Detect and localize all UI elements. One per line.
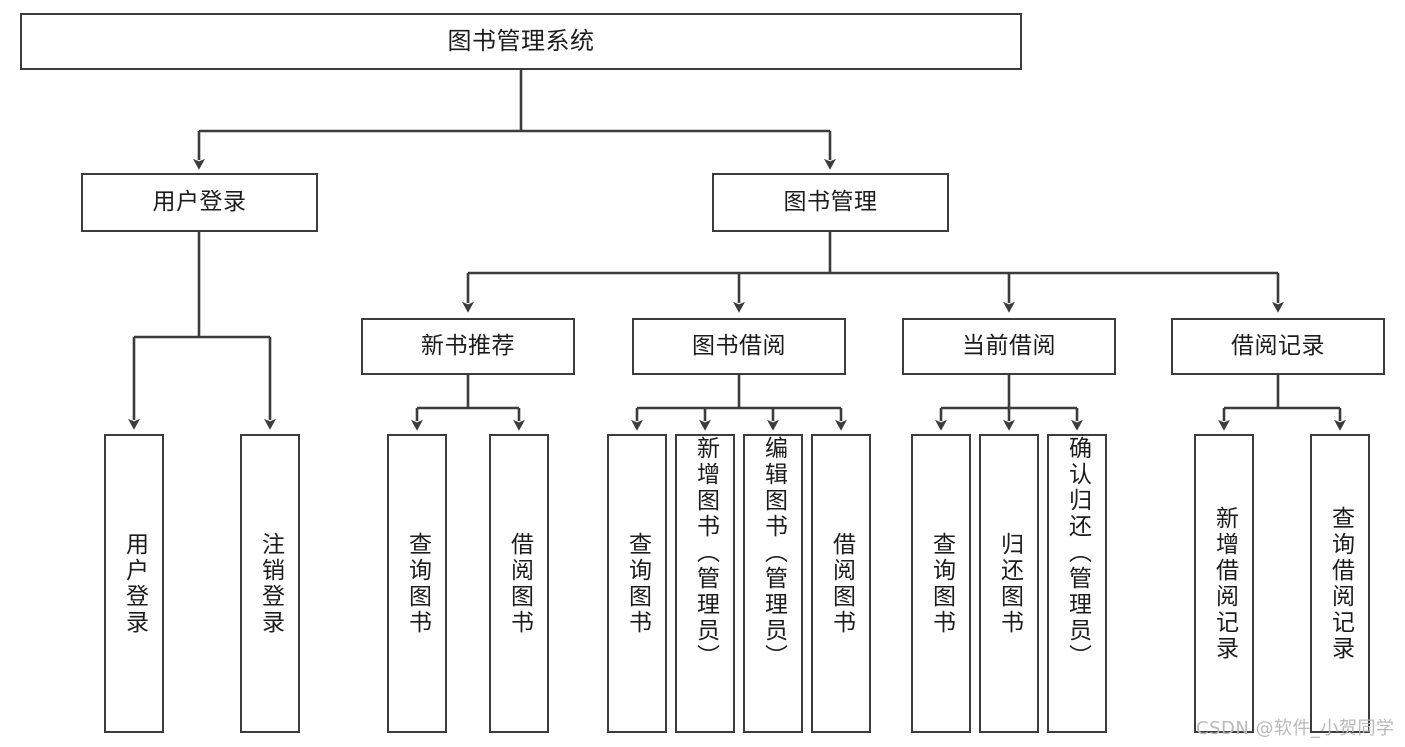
- node-label: 查询图书: [928, 531, 955, 636]
- csdn-watermark: CSDN @软件_小贺同学: [1196, 718, 1395, 739]
- leaf-user-login[interactable]: 用户登录: [104, 434, 164, 733]
- leaf-return-book[interactable]: 归还图书: [979, 434, 1039, 733]
- leaf-logout[interactable]: 注销登录: [240, 434, 300, 733]
- node-label: 注销登录: [257, 531, 284, 636]
- node-new-book-recommendation[interactable]: 新书推荐: [361, 318, 575, 375]
- node-label: 归还图书: [996, 531, 1023, 636]
- node-label: 查询借阅记录: [1327, 505, 1354, 662]
- node-label: 借阅图书: [828, 531, 855, 636]
- node-label: 图书管理: [783, 188, 878, 215]
- node-user-login[interactable]: 用户登录: [81, 173, 318, 232]
- leaf-query-book-recommend[interactable]: 查询图书: [387, 434, 447, 733]
- leaf-add-book-admin[interactable]: 新增图书（管理员）: [675, 434, 735, 733]
- node-label: 图书管理系统: [447, 27, 595, 56]
- node-label: 用户登录: [152, 188, 247, 215]
- node-label: 确认归还（管理员）: [1064, 436, 1091, 670]
- node-book-borrowing[interactable]: 图书借阅: [632, 318, 846, 375]
- node-label: 用户登录: [121, 531, 148, 636]
- node-root-book-management-system[interactable]: 图书管理系统: [20, 13, 1022, 70]
- node-label: 新增图书（管理员）: [692, 436, 719, 670]
- node-label: 查询图书: [624, 531, 651, 636]
- node-label: 新书推荐: [421, 332, 515, 359]
- node-label: 图书借阅: [692, 332, 786, 359]
- leaf-query-book-current[interactable]: 查询图书: [911, 434, 971, 733]
- leaf-query-book-borrow[interactable]: 查询图书: [607, 434, 667, 733]
- node-label: 借阅图书: [506, 531, 533, 636]
- leaf-borrow-book-recommend[interactable]: 借阅图书: [489, 434, 549, 733]
- node-book-management[interactable]: 图书管理: [712, 173, 949, 232]
- leaf-query-borrow-record[interactable]: 查询借阅记录: [1310, 434, 1370, 733]
- leaf-borrow-book[interactable]: 借阅图书: [811, 434, 871, 733]
- node-label: 编辑图书（管理员）: [760, 436, 787, 670]
- node-label: 新增借阅记录: [1211, 505, 1238, 662]
- node-borrowing-record[interactable]: 借阅记录: [1171, 318, 1385, 375]
- leaf-edit-book-admin[interactable]: 编辑图书（管理员）: [743, 434, 803, 733]
- node-label: 查询图书: [404, 531, 431, 636]
- node-label: 当前借阅: [962, 332, 1056, 359]
- node-current-borrowing[interactable]: 当前借阅: [902, 318, 1116, 375]
- node-label: 借阅记录: [1231, 332, 1325, 359]
- leaf-confirm-return-admin[interactable]: 确认归还（管理员）: [1047, 434, 1107, 733]
- leaf-add-borrow-record[interactable]: 新增借阅记录: [1194, 434, 1254, 733]
